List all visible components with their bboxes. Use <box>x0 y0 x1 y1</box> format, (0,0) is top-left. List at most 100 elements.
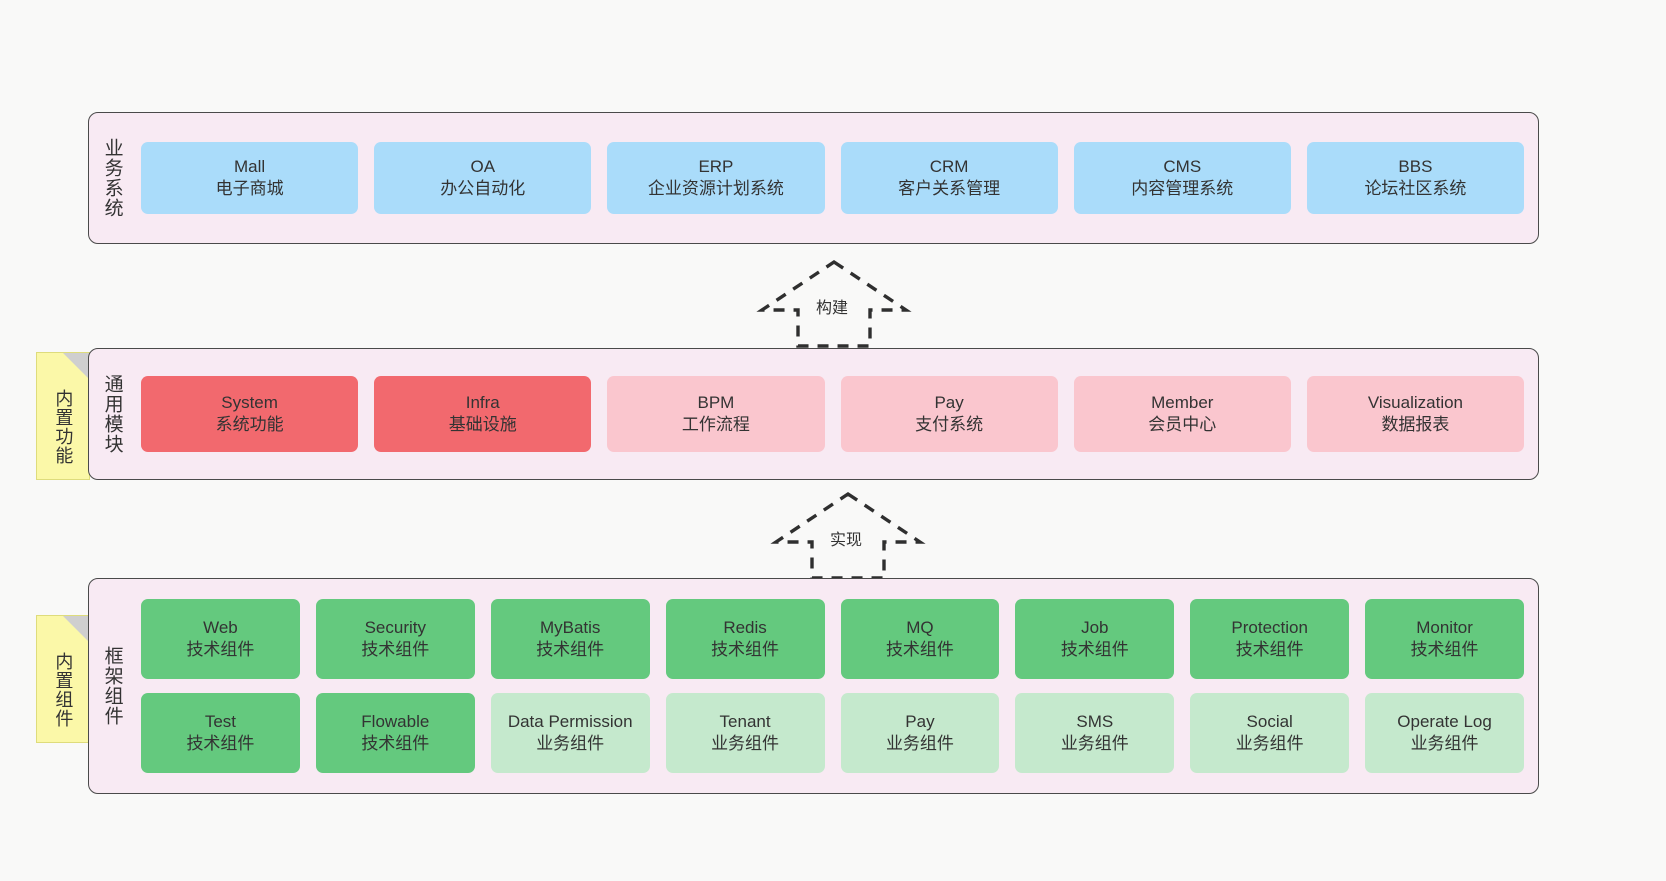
node-oa-name: OA <box>470 157 496 177</box>
node-operate-log[interactable]: Operate Log 业务组件 <box>1365 693 1524 773</box>
node-erp[interactable]: ERP 企业资源计划系统 <box>607 142 825 214</box>
node-redis[interactable]: Redis 技术组件 <box>665 599 825 679</box>
framework-node-row-1: Web 技术组件 Security 技术组件 MyBatis 技术组件 Redi… <box>141 599 1524 679</box>
node-member[interactable]: Member 会员中心 <box>1073 376 1291 452</box>
node-mybatis[interactable]: MyBatis 技术组件 <box>490 599 650 679</box>
note-builtin-function-label: 内置功能 <box>53 389 74 465</box>
node-data-permission[interactable]: Data Permission 业务组件 <box>490 693 650 773</box>
node-test-desc: 技术组件 <box>186 734 255 753</box>
node-data-permission-desc: 业务组件 <box>536 734 605 753</box>
node-protection-name: Protection <box>1231 618 1308 638</box>
layer-common-modules-body: System 系统功能 Infra 基础设施 BPM 工作流程 Pay 支付系统… <box>135 349 1538 479</box>
arrow-implement-label: 实现 <box>830 532 863 549</box>
node-mq[interactable]: MQ 技术组件 <box>840 599 1000 679</box>
node-monitor-name: Monitor <box>1416 618 1473 638</box>
node-web-name: Web <box>203 618 238 638</box>
node-bpm-name: BPM <box>697 393 735 413</box>
node-tenant-desc: 业务组件 <box>711 734 780 753</box>
arrow-build: 构建 <box>754 258 914 348</box>
node-test[interactable]: Test 技术组件 <box>141 693 300 773</box>
node-flowable-desc: 技术组件 <box>361 734 430 753</box>
node-mybatis-desc: 技术组件 <box>536 640 605 659</box>
layer-framework-components: 框架组件 Web 技术组件 Security 技术组件 MyBatis 技术组件… <box>88 578 1539 794</box>
node-pay-component-desc: 业务组件 <box>885 734 954 753</box>
node-oa-desc: 办公自动化 <box>440 179 526 198</box>
node-cms-name: CMS <box>1163 157 1202 177</box>
layer-business-system: 业务系统 Mall 电子商城 OA 办公自动化 ERP 企业资源计划系统 CRM <box>88 112 1539 244</box>
node-bbs-desc: 论坛社区系统 <box>1364 179 1467 198</box>
node-web[interactable]: Web 技术组件 <box>141 599 300 679</box>
node-visualization-name: Visualization <box>1367 393 1464 413</box>
layer-business-system-title: 业务系统 <box>101 138 123 218</box>
node-crm[interactable]: CRM 客户关系管理 <box>840 142 1058 214</box>
node-erp-name: ERP <box>698 157 734 177</box>
node-sms[interactable]: SMS 业务组件 <box>1015 693 1175 773</box>
node-pay-component[interactable]: Pay 业务组件 <box>840 693 1000 773</box>
business-node-row: Mall 电子商城 OA 办公自动化 ERP 企业资源计划系统 CRM 客户关系… <box>141 142 1525 214</box>
node-operate-log-name: Operate Log <box>1397 712 1492 732</box>
node-job[interactable]: Job 技术组件 <box>1015 599 1175 679</box>
node-infra-desc: 基础设施 <box>448 415 517 434</box>
common-node-row: System 系统功能 Infra 基础设施 BPM 工作流程 Pay 支付系统… <box>141 376 1525 452</box>
node-system-name: System <box>221 393 278 413</box>
node-security[interactable]: Security 技术组件 <box>315 599 475 679</box>
arrow-build-label: 构建 <box>816 300 849 317</box>
layer-common-modules-title: 通用模块 <box>101 374 123 454</box>
node-system-desc: 系统功能 <box>215 415 284 434</box>
node-security-desc: 技术组件 <box>361 640 430 659</box>
node-pay-module[interactable]: Pay 支付系统 <box>840 376 1058 452</box>
node-mall[interactable]: Mall 电子商城 <box>141 142 359 214</box>
node-monitor-desc: 技术组件 <box>1410 640 1479 659</box>
framework-node-row-2: Test 技术组件 Flowable 技术组件 Data Permission … <box>141 693 1524 773</box>
node-member-name: Member <box>1151 393 1214 413</box>
layer-business-system-body: Mall 电子商城 OA 办公自动化 ERP 企业资源计划系统 CRM 客户关系… <box>135 113 1538 243</box>
node-security-name: Security <box>364 618 427 638</box>
node-mq-name: MQ <box>906 618 934 638</box>
node-social-desc: 业务组件 <box>1235 734 1304 753</box>
node-infra-name: Infra <box>465 393 500 413</box>
node-bbs[interactable]: BBS 论坛社区系统 <box>1306 142 1525 214</box>
node-monitor[interactable]: Monitor 技术组件 <box>1365 599 1524 679</box>
node-redis-desc: 技术组件 <box>711 640 780 659</box>
node-flowable[interactable]: Flowable 技术组件 <box>315 693 475 773</box>
node-tenant[interactable]: Tenant 业务组件 <box>665 693 825 773</box>
node-data-permission-name: Data Permission <box>507 712 633 732</box>
node-mybatis-name: MyBatis <box>539 618 601 638</box>
layer-framework-components-body: Web 技术组件 Security 技术组件 MyBatis 技术组件 Redi… <box>135 579 1538 793</box>
layer-common-modules: 通用模块 System 系统功能 Infra 基础设施 BPM 工作流程 Pay <box>88 348 1539 480</box>
node-social[interactable]: Social 业务组件 <box>1190 693 1350 773</box>
node-web-desc: 技术组件 <box>186 640 255 659</box>
node-infra[interactable]: Infra 基础设施 <box>374 376 592 452</box>
node-crm-name: CRM <box>929 157 969 177</box>
node-test-name: Test <box>204 712 237 732</box>
node-cms-desc: 内容管理系统 <box>1131 179 1234 198</box>
layer-framework-components-title: 框架组件 <box>101 646 123 726</box>
node-mq-desc: 技术组件 <box>885 640 954 659</box>
arrow-implement: 实现 <box>768 490 928 580</box>
node-tenant-name: Tenant <box>719 712 771 732</box>
note-fold-corner-icon <box>63 616 89 642</box>
node-cms[interactable]: CMS 内容管理系统 <box>1073 142 1291 214</box>
node-sms-name: SMS <box>1076 712 1114 732</box>
node-bbs-name: BBS <box>1398 157 1433 177</box>
node-mall-desc: 电子商城 <box>215 179 284 198</box>
note-builtin-component: 内置组件 <box>36 615 90 743</box>
node-oa[interactable]: OA 办公自动化 <box>374 142 592 214</box>
node-bpm[interactable]: BPM 工作流程 <box>607 376 825 452</box>
node-pay-component-name: Pay <box>905 712 935 732</box>
node-redis-name: Redis <box>723 618 767 638</box>
node-protection-desc: 技术组件 <box>1235 640 1304 659</box>
note-builtin-component-label: 内置组件 <box>53 652 74 728</box>
node-protection[interactable]: Protection 技术组件 <box>1190 599 1350 679</box>
node-visualization-desc: 数据报表 <box>1381 415 1450 434</box>
node-visualization[interactable]: Visualization 数据报表 <box>1306 376 1525 452</box>
node-job-desc: 技术组件 <box>1060 640 1129 659</box>
note-builtin-function: 内置功能 <box>36 352 90 480</box>
node-crm-desc: 客户关系管理 <box>898 179 1001 198</box>
node-sms-desc: 业务组件 <box>1060 734 1129 753</box>
node-erp-desc: 企业资源计划系统 <box>647 179 784 198</box>
node-system[interactable]: System 系统功能 <box>141 376 359 452</box>
node-flowable-name: Flowable <box>361 712 430 732</box>
node-operate-log-desc: 业务组件 <box>1410 734 1479 753</box>
